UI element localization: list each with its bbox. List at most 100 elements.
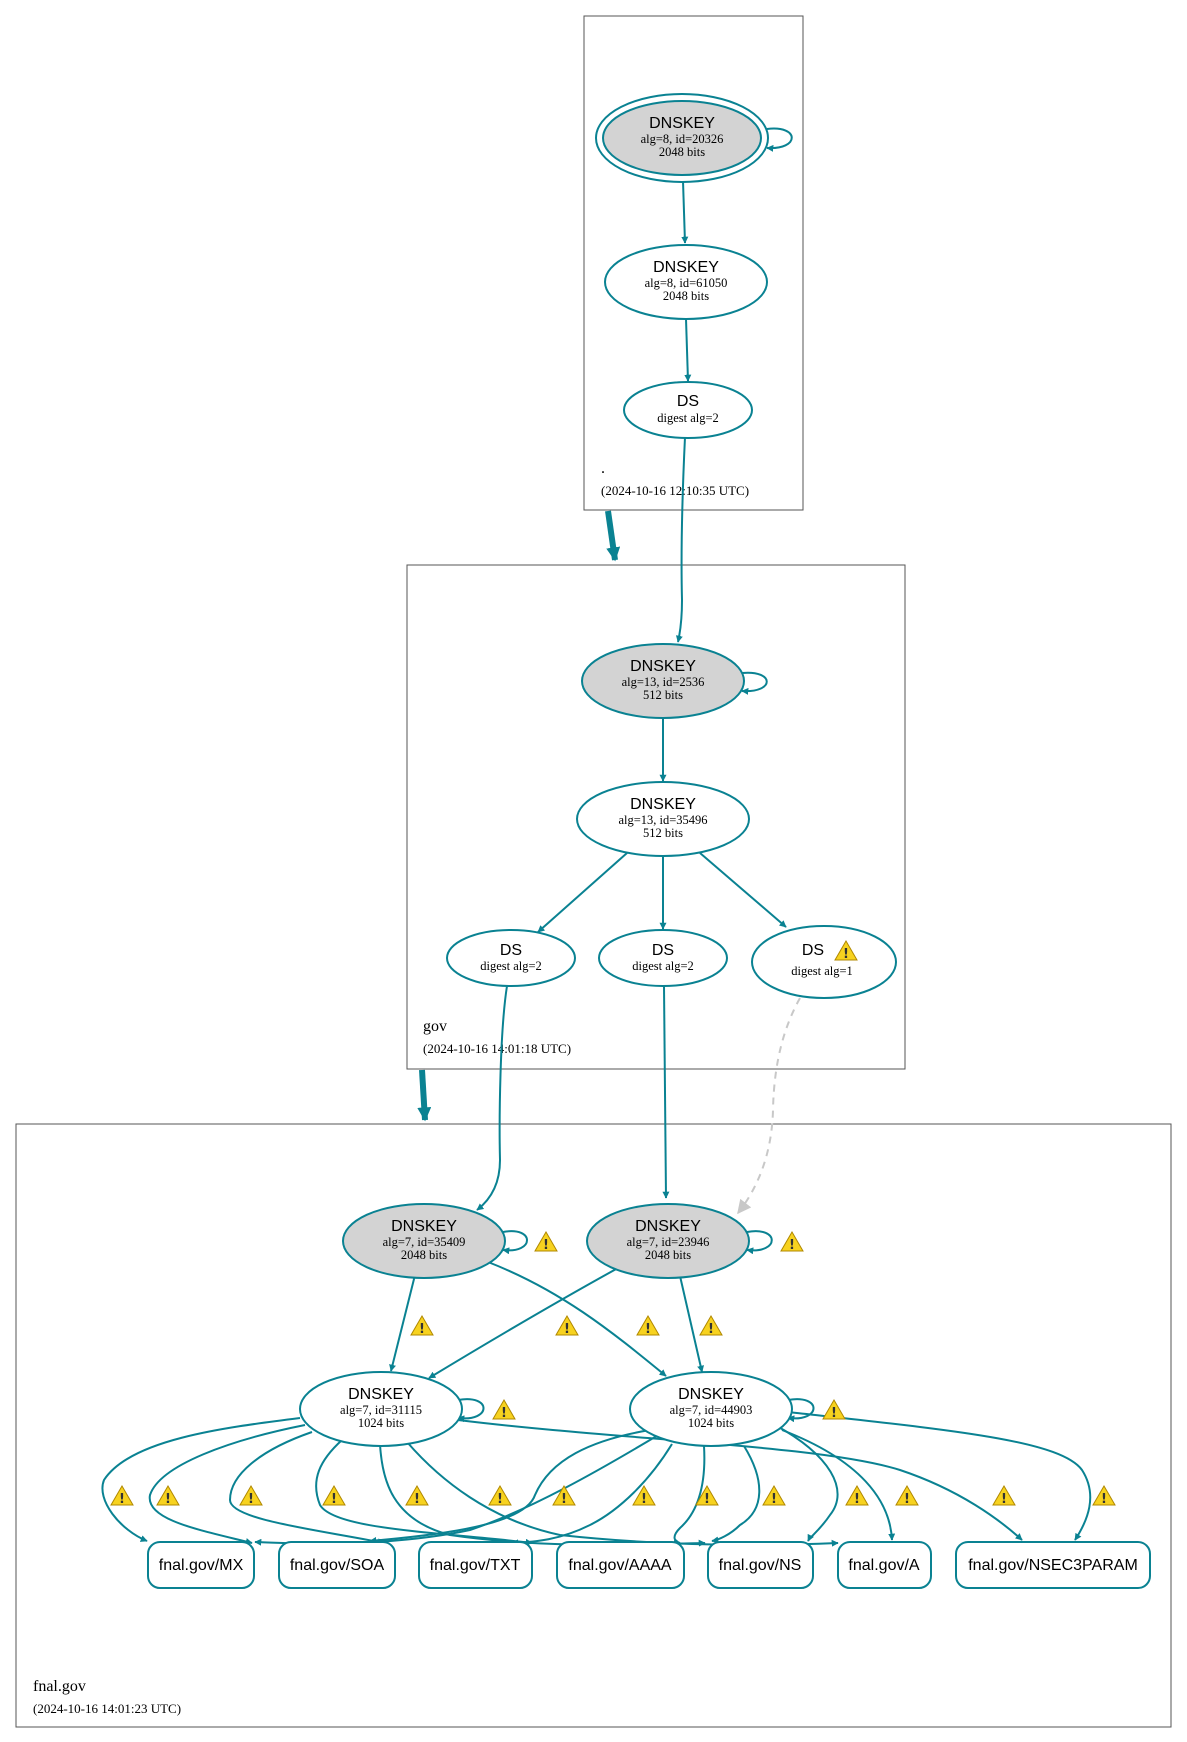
svg-text:!: ! [419, 1322, 425, 1337]
svg-text:!: ! [645, 1322, 651, 1337]
node-gov-ds3[interactable]: DS digest alg=1 ! [751, 925, 897, 999]
rrset-label: fnal.gov/NS [719, 1557, 802, 1574]
node-type: DNSKEY [649, 115, 715, 132]
node-type: DS [652, 942, 674, 959]
self-loop-fnal-ksk2 [746, 1230, 773, 1255]
node-detail: 2048 bits [659, 145, 705, 159]
warning-icon: ! [845, 1485, 869, 1507]
svg-text:!: ! [497, 1492, 503, 1507]
node-detail: digest alg=2 [657, 411, 719, 425]
node-type: DNSKEY [630, 796, 696, 813]
warning-icon: ! [488, 1485, 512, 1507]
node-root-ds[interactable]: DS digest alg=2 [623, 381, 753, 439]
edge-root-ds-to-gov-ksk [675, 436, 686, 643]
edge-fnal-zsk2-to-soa [369, 1429, 651, 1544]
node-type: DS [677, 393, 699, 410]
zone-timestamp: (2024-10-16 14:01:18 UTC) [423, 1041, 571, 1056]
node-fnal-ksk1[interactable]: DNSKEY alg=7, id=35409 2048 bits [342, 1203, 506, 1279]
node-type: DS [802, 942, 824, 959]
self-loop-gov-ksk [741, 671, 768, 695]
node-detail: digest alg=2 [480, 959, 542, 973]
warning-icon: ! [534, 1231, 558, 1253]
warning-icon: ! [632, 1485, 656, 1507]
delegation-arrow [417, 1069, 432, 1122]
node-detail: alg=7, id=23946 [627, 1235, 710, 1249]
warning-icon: ! [555, 1315, 579, 1337]
node-detail: 2048 bits [401, 1248, 447, 1262]
warning-icon: ! [780, 1231, 804, 1253]
svg-text:!: ! [904, 1492, 910, 1507]
node-type: DS [500, 942, 522, 959]
edge-root-ksk-to-zsk [681, 180, 689, 244]
rrset-label: fnal.gov/AAAA [568, 1557, 672, 1574]
rrset-aaaa[interactable]: fnal.gov/AAAA [556, 1541, 685, 1589]
warning-icon: ! [834, 940, 858, 962]
node-detail: alg=7, id=31115 [340, 1403, 422, 1417]
node-fnal-zsk2[interactable]: DNSKEY alg=7, id=44903 1024 bits [629, 1371, 793, 1447]
rrset-label: fnal.gov/SOA [290, 1557, 385, 1574]
node-detail: alg=13, id=35496 [618, 813, 707, 827]
node-detail: 2048 bits [645, 1248, 691, 1262]
svg-text:!: ! [414, 1492, 420, 1507]
svg-text:!: ! [331, 1492, 337, 1507]
warning-icon: ! [636, 1315, 660, 1337]
zone-timestamp: (2024-10-16 12:10:35 UTC) [601, 483, 749, 498]
node-detail: alg=8, id=20326 [641, 132, 724, 146]
node-detail: 1024 bits [688, 1416, 734, 1430]
rrset-label: fnal.gov/MX [159, 1557, 244, 1574]
zone-name: . [601, 460, 605, 477]
warning-icon: ! [322, 1485, 346, 1507]
svg-text:!: ! [704, 1492, 710, 1507]
delegation-arrow [605, 510, 621, 562]
rrset-ns[interactable]: fnal.gov/NS [707, 1541, 814, 1589]
edge-fnal-ksk1-to-zsk2 [487, 1261, 667, 1377]
node-detail: digest alg=2 [632, 959, 694, 973]
warning-icon: ! [552, 1485, 576, 1507]
warning-icon: ! [405, 1485, 429, 1507]
node-root-ksk[interactable]: DNSKEY alg=8, id=20326 2048 bits [595, 93, 769, 183]
node-detail: alg=7, id=44903 [670, 1403, 753, 1417]
node-gov-ksk[interactable]: DNSKEY alg=13, id=2536 512 bits [581, 643, 745, 719]
edge-fnal-zsk2-to-ns [711, 1445, 761, 1544]
self-loop-fnal-zsk1 [457, 1398, 485, 1423]
edge-fnal-zsk2-to-ns-2 [774, 1424, 839, 1542]
svg-text:!: ! [1001, 1492, 1007, 1507]
edge-fnal-zsk2-to-a [781, 1429, 896, 1541]
svg-text:!: ! [789, 1238, 795, 1253]
svg-text:!: ! [119, 1492, 125, 1507]
zone-fnal: fnal.gov (2024-10-16 14:01:23 UTC) [15, 1123, 1172, 1728]
edge-fnal-zsk2-to-nsec3param [787, 1411, 1092, 1541]
node-type: DNSKEY [653, 259, 719, 276]
warning-icon: ! [1092, 1485, 1116, 1507]
rrset-mx[interactable]: fnal.gov/MX [147, 1541, 255, 1589]
warning-icon: ! [110, 1485, 134, 1507]
self-loop-fnal-ksk1 [502, 1230, 528, 1255]
node-gov-ds2[interactable]: DS digest alg=2 [598, 929, 728, 987]
node-root-zsk[interactable]: DNSKEY alg=8, id=61050 2048 bits [604, 244, 768, 320]
self-loop-fnal-zsk2 [787, 1398, 815, 1423]
node-fnal-zsk1[interactable]: DNSKEY alg=7, id=31115 1024 bits [299, 1371, 463, 1447]
rrset-soa[interactable]: fnal.gov/SOA [278, 1541, 396, 1589]
warning-icon: ! [492, 1399, 516, 1421]
svg-text:!: ! [854, 1492, 860, 1507]
node-fnal-ksk2[interactable]: DNSKEY alg=7, id=23946 2048 bits [586, 1203, 750, 1279]
node-gov-ds1[interactable]: DS digest alg=2 [446, 929, 576, 987]
node-detail: alg=13, id=2536 [622, 675, 705, 689]
zone-name: fnal.gov [33, 1678, 86, 1695]
warning-icon: ! [992, 1485, 1016, 1507]
edge-fnal-zsk2-to-txt [511, 1443, 673, 1547]
zone-timestamp: (2024-10-16 14:01:23 UTC) [33, 1701, 181, 1716]
svg-text:!: ! [543, 1238, 549, 1253]
edge-fnal-ksk2-to-zsk1 [428, 1267, 619, 1379]
rrset-label: fnal.gov/A [848, 1557, 919, 1574]
node-detail: digest alg=1 [791, 964, 853, 978]
edge-fnal-ksk2-to-zsk2 [679, 1275, 705, 1373]
node-type: DNSKEY [635, 1218, 701, 1235]
rrset-label: fnal.gov/TXT [430, 1557, 521, 1574]
node-gov-zsk[interactable]: DNSKEY alg=13, id=35496 512 bits [576, 781, 750, 857]
rrset-nsec3param[interactable]: fnal.gov/NSEC3PARAM [955, 1541, 1151, 1589]
svg-text:!: ! [561, 1492, 567, 1507]
rrset-txt[interactable]: fnal.gov/TXT [418, 1541, 533, 1589]
rrset-a[interactable]: fnal.gov/A [837, 1541, 932, 1589]
svg-text:!: ! [501, 1406, 507, 1421]
